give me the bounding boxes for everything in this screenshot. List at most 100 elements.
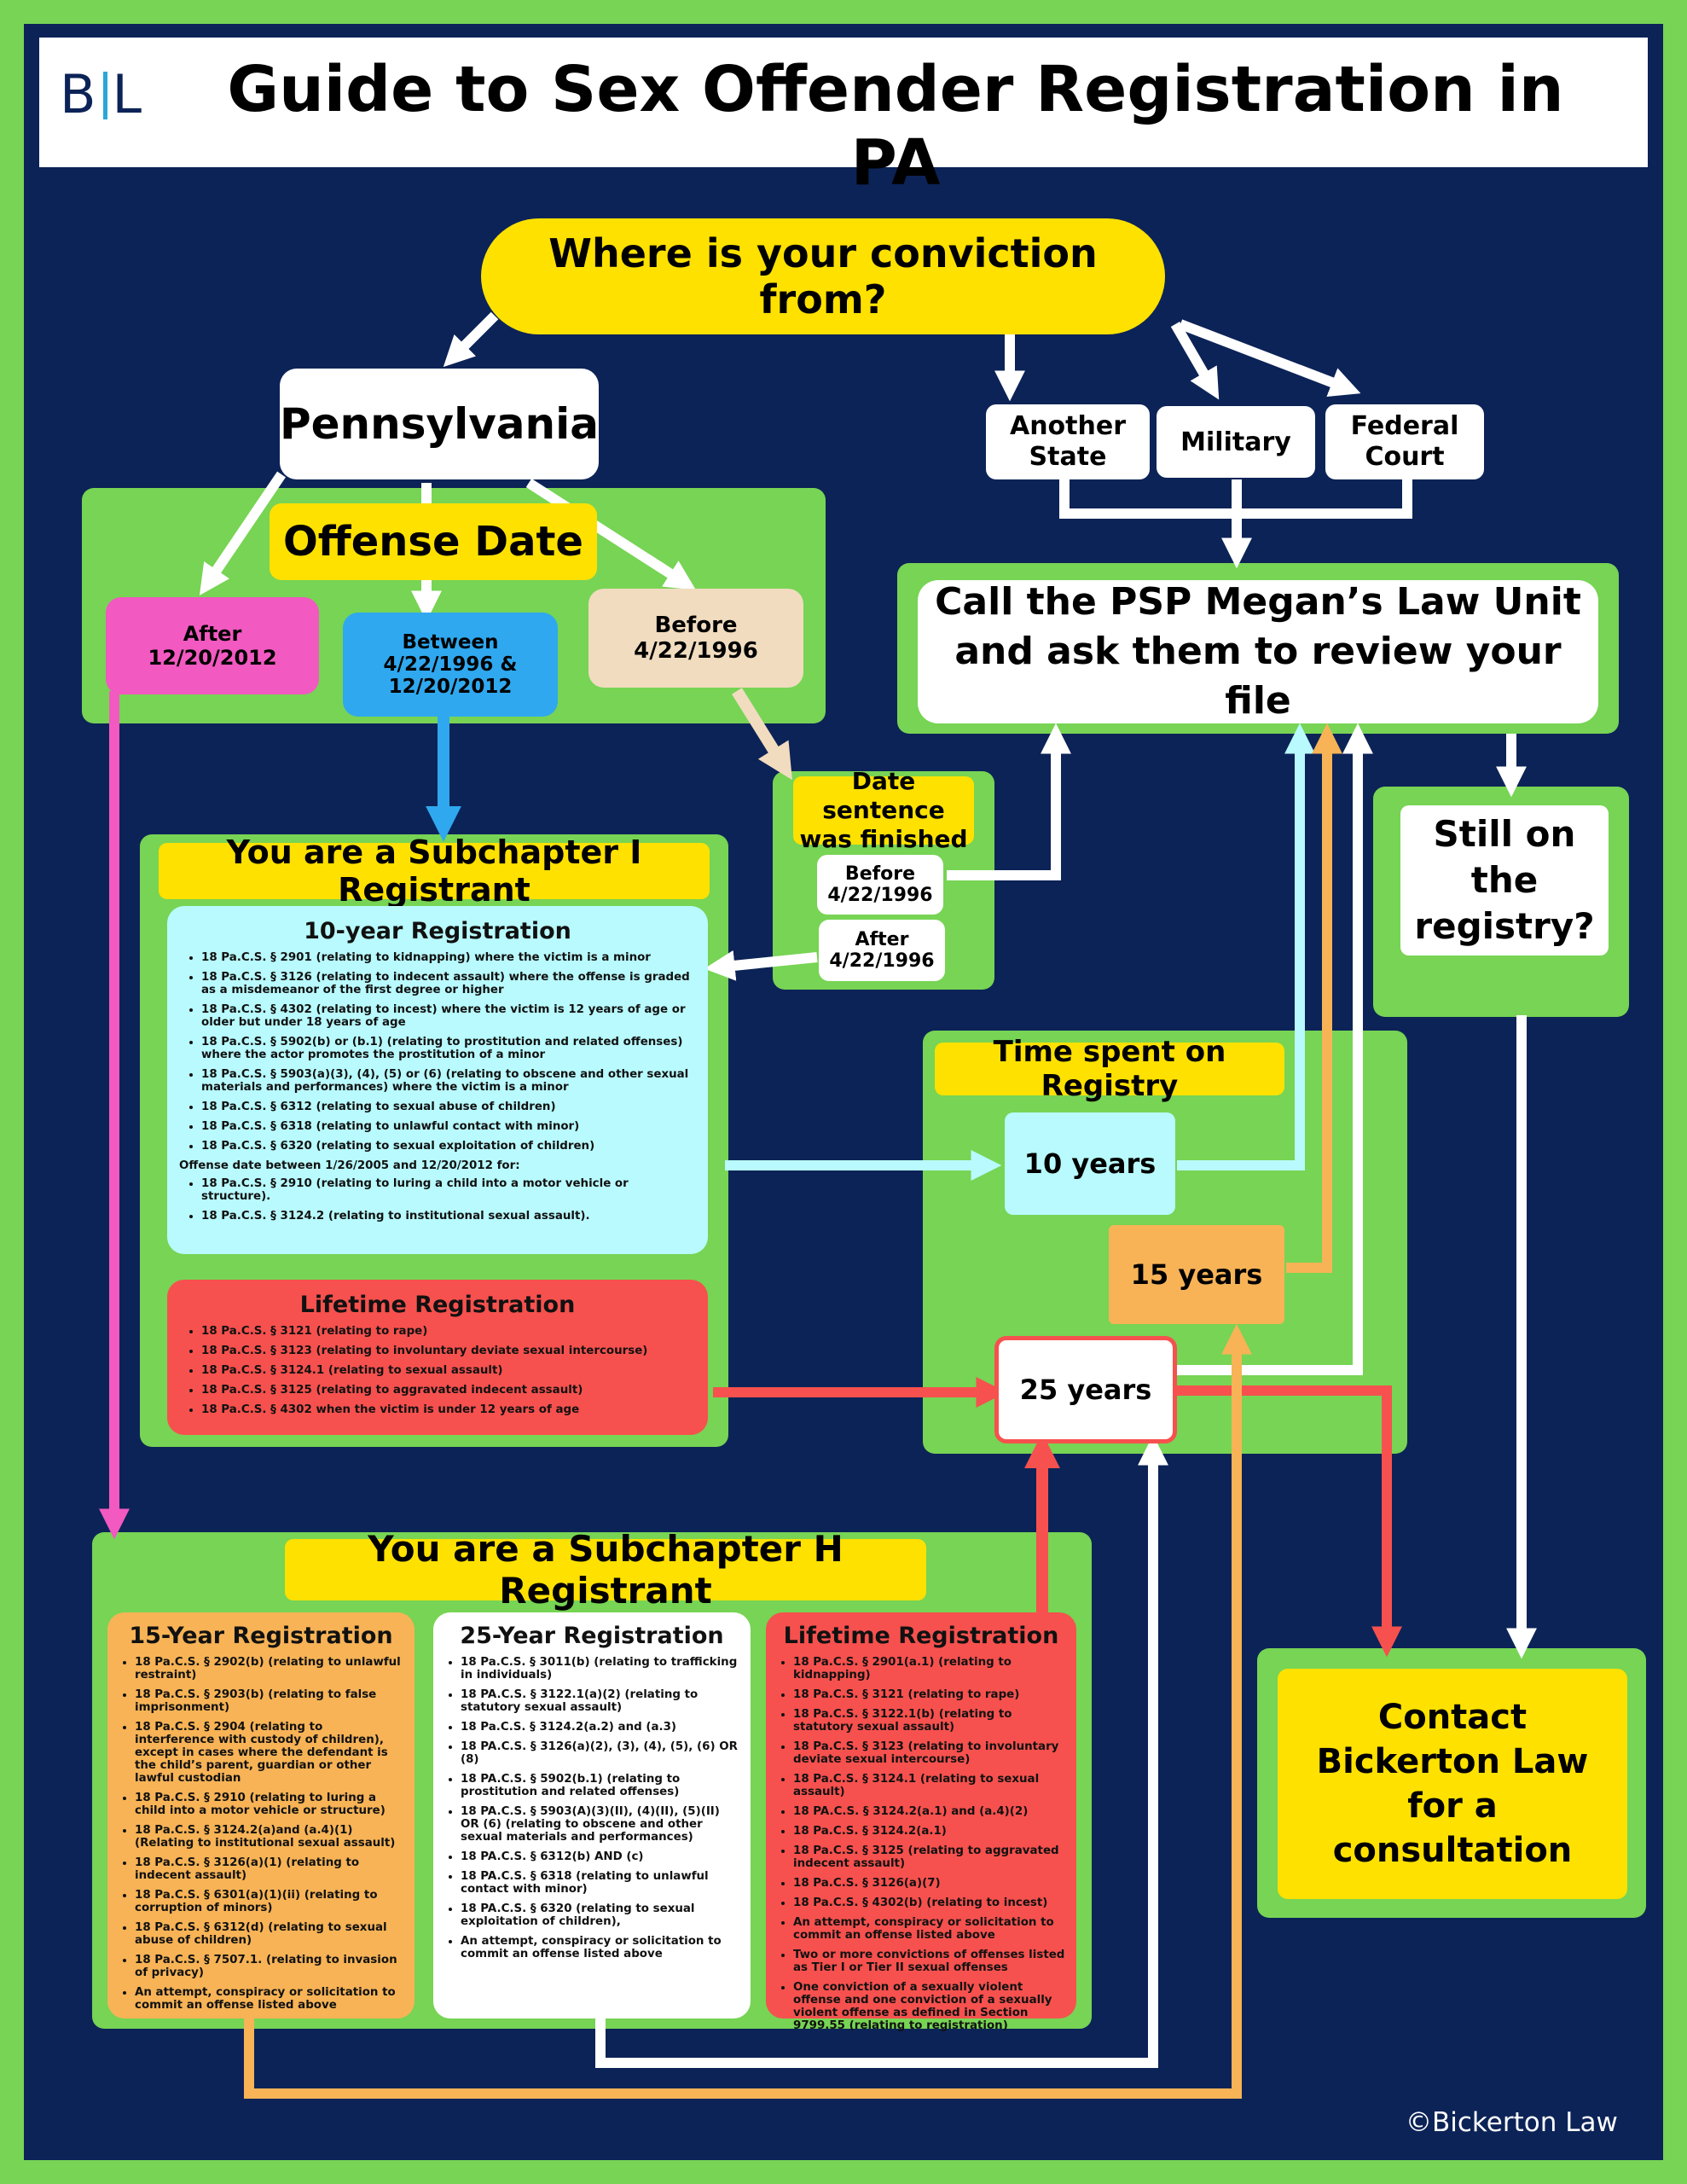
lifetime-h-title: Lifetime Registration	[783, 1623, 1059, 1649]
list-item: Two or more convictions of offenses list…	[793, 1949, 1068, 1974]
list-item: 18 Pa.C.S. § 6318 (relating to unlawful …	[201, 1120, 693, 1133]
arrow-before-sentence-to-psp	[947, 723, 1071, 880]
arrows-from-question	[443, 311, 1361, 402]
pennsylvania-box: Pennsylvania	[280, 369, 599, 479]
list-item: 18 Pa.C.S. § 2904 (relating to interfere…	[135, 1721, 406, 1785]
sentence-before-box: Before 4/22/1996	[817, 855, 943, 915]
lifetime-i-list: Lifetime Registration 18 Pa.C.S. § 3121 …	[167, 1280, 708, 1435]
list-item: 18 PA.C.S. § 3124.2(a.1) and (a.4)(2)	[793, 1805, 1068, 1818]
contact-box: Contact Bickerton Law for a consultation	[1278, 1669, 1627, 1899]
list-item: 18 Pa.C.S. § 3126(a)(7)	[793, 1877, 1068, 1890]
fifteen-year-h-title: 15-Year Registration	[129, 1623, 393, 1649]
list-item: 18 Pa.C.S. § 6312(d) (relating to sexual…	[135, 1921, 406, 1947]
list-item: 18 Pa.C.S. § 3125 (relating to aggravate…	[793, 1844, 1068, 1870]
list-item: 18 Pa.C.S. § 3124.2(a.1)	[793, 1825, 1068, 1838]
list-item: 18 Pa.C.S. § 2901 (relating to kidnappin…	[201, 951, 693, 964]
list-item: 18 Pa.C.S. § 4302(b) (relating to incest…	[793, 1896, 1068, 1909]
list-item: 18 Pa.C.S. § 3124.2(a.2) and (a.3)	[461, 1721, 742, 1734]
question-box: Where is your conviction from?	[481, 218, 1165, 334]
offense-after-box: After 12/20/2012	[106, 597, 319, 694]
offense-before-box: Before 4/22/1996	[588, 589, 803, 688]
copyright: ©Bickerton Law	[1406, 2107, 1618, 2138]
arrow-after-sentence-to-10year	[704, 950, 818, 981]
list-item: 18 Pa.C.S. § 6312 (relating to sexual ab…	[201, 1101, 693, 1113]
ten-year-items-2: 18 Pa.C.S. § 2910 (relating to luring a …	[183, 1177, 693, 1223]
list-item: 18 Pa.C.S. § 5903(a)(3), (4), (5) or (6)…	[201, 1068, 693, 1094]
lifetime-h-items: 18 Pa.C.S. § 2901(a.1) (relating to kidn…	[774, 1656, 1068, 2032]
list-item: 18 Pa.C.S. § 4302 when the victim is und…	[201, 1403, 693, 1416]
outside-merge-line	[1059, 479, 1412, 556]
twentyfive-year-h-title: 25-Year Registration	[460, 1623, 724, 1649]
twentyfive-year-h-list: 25-Year Registration 18 Pa.C.S. § 3011(b…	[433, 1612, 751, 2018]
list-item: 18 Pa.C.S. § 3123 (relating to involunta…	[793, 1740, 1068, 1766]
list-item: 18 Pa.C.S. § 3126(a)(1) (relating to ind…	[135, 1856, 406, 1882]
offense-date-title: Offense Date	[270, 503, 597, 580]
list-item: 18 PA.C.S. § 5903(A)(3)(II), (4)(II), (5…	[461, 1805, 742, 1844]
list-item: 18 PA.C.S. § 5902(b.1) (relating to pros…	[461, 1773, 742, 1798]
arrow-15year-h-to-15years	[244, 1323, 1252, 2099]
list-item: 18 Pa.C.S. § 3124.2 (relating to institu…	[201, 1210, 693, 1223]
ten-year-note: Offense date between 1/26/2005 and 12/20…	[179, 1159, 520, 1172]
list-item: 18 PA.C.S. § 6312(b) AND (c)	[461, 1850, 742, 1863]
list-item: 18 Pa.C.S. § 2903(b) (relating to false …	[135, 1688, 406, 1714]
arrow-before-to-date-sentence	[732, 688, 792, 781]
fifteen-year-h-items: 18 Pa.C.S. § 2902(b) (relating to unlawf…	[116, 1656, 406, 2012]
fifteen-years-box: 15 years	[1109, 1225, 1284, 1324]
subchapter-h-title: You are a Subchapter H Registrant	[285, 1528, 926, 1612]
list-item: 18 PA.C.S. § 6318 (relating to unlawful …	[461, 1870, 742, 1896]
list-item: 18 Pa.C.S. § 3124.1 (relating to sexual …	[793, 1773, 1068, 1798]
list-item: 18 Pa.C.S. § 3126 (relating to indecent …	[201, 971, 693, 996]
list-item: 18 Pa.C.S. § 3124.1 (relating to sexual …	[201, 1364, 693, 1377]
still-registry-box: Still on the registry?	[1400, 805, 1609, 956]
ten-year-title: 10-year Registration	[304, 918, 571, 944]
ten-years-box: 10 years	[1005, 1112, 1175, 1215]
ten-year-registration-list: 10-year Registration 18 Pa.C.S. § 2901 (…	[167, 906, 708, 1254]
list-item: 18 Pa.C.S. § 2901(a.1) (relating to kidn…	[793, 1656, 1068, 1682]
lifetime-i-items: 18 Pa.C.S. § 3121 (relating to rape) 18 P…	[183, 1325, 693, 1416]
fifteen-year-h-list: 15-Year Registration 18 Pa.C.S. § 2902(b…	[107, 1612, 415, 2018]
list-item: 18 Pa.C.S. § 3125 (relating to aggravate…	[201, 1384, 693, 1397]
date-sentence-title: Date sentence was finished	[793, 767, 974, 853]
lifetime-i-title: Lifetime Registration	[299, 1292, 576, 1318]
call-psp-box: Call the PSP Megan’s Law Unit and ask th…	[918, 580, 1598, 723]
list-item: 18 Pa.C.S. § 6320 (relating to sexual ex…	[201, 1140, 693, 1153]
list-item: 18 Pa.C.S. § 3122.1(b) (relating to stat…	[793, 1708, 1068, 1734]
list-item: 18 Pa.C.S. § 2910 (relating to luring a …	[135, 1792, 406, 1817]
arrow-25years-to-contact	[1175, 1385, 1402, 1658]
offense-between-box: Between 4/22/1996 & 12/20/2012	[343, 613, 558, 717]
twentyfive-years-box: 25 years	[994, 1336, 1177, 1443]
list-item: 18 Pa.C.S. § 3123 (relating to involunta…	[201, 1345, 693, 1357]
list-item: 18 Pa.C.S. § 3124.2(a)and (a.4)(1) (Rela…	[135, 1824, 406, 1850]
list-item: 18 Pa.C.S. § 2902(b) (relating to unlawf…	[135, 1656, 406, 1682]
list-item: 18 Pa.C.S. § 7507.1. (relating to invasi…	[135, 1954, 406, 1979]
list-item: 18 Pa.C.S. § 3121 (relating to rape)	[201, 1325, 693, 1338]
list-item: 18 Pa.C.S. § 3011(b) (relating to traffi…	[461, 1656, 742, 1682]
list-item: 18 Pa.C.S. § 2910 (relating to luring a …	[201, 1177, 693, 1203]
twentyfive-year-h-items: 18 Pa.C.S. § 3011(b) (relating to traffi…	[442, 1656, 742, 1960]
list-item: 18 Pa.C.S. § 6301(a)(1)(ii) (relating to…	[135, 1889, 406, 1914]
time-spent-title: Time spent on Registry	[935, 1035, 1284, 1103]
page-title: Guide to Sex Offender Registration in PA	[227, 53, 1564, 200]
list-item: 18 PA.C.S. § 6320 (relating to sexual ex…	[461, 1902, 742, 1928]
sentence-after-box: After 4/22/1996	[819, 920, 945, 981]
list-item: 18 PA.C.S. § 3122.1(a)(2) (relating to s…	[461, 1688, 742, 1714]
list-item: 18 Pa.C.S. § 5902(b) or (b.1) (relating …	[201, 1036, 693, 1061]
list-item: An attempt, conspiracy or solicitation t…	[461, 1935, 742, 1960]
arrow-25year-h-to-25years	[595, 1434, 1168, 2068]
lifetime-h-list: Lifetime Registration 18 Pa.C.S. § 2901(…	[766, 1612, 1076, 2032]
arrow-15years-to-psp	[1286, 723, 1342, 1273]
header	[39, 38, 1648, 167]
military-box: Military	[1157, 406, 1315, 478]
list-item: 18 Pa.C.S. § 3121 (relating to rape)	[793, 1688, 1068, 1701]
another-state-box: Another State	[986, 404, 1150, 479]
subchapter-i-title: You are a Subchapter I Registrant	[159, 834, 710, 909]
arrow-10years-to-psp	[1177, 723, 1315, 1170]
ten-year-items: 18 Pa.C.S. § 2901 (relating to kidnappin…	[183, 951, 693, 1153]
list-item: An attempt, conspiracy or solicitation t…	[135, 1986, 406, 2012]
list-item: 18 Pa.C.S. § 4302 (relating to incest) w…	[201, 1003, 693, 1029]
federal-court-box: Federal Court	[1325, 404, 1484, 479]
list-item: An attempt, conspiracy or solicitation t…	[793, 1916, 1068, 1942]
list-item: 18 PA.C.S. § 3126(a)(2), (3), (4), (5), …	[461, 1740, 742, 1766]
